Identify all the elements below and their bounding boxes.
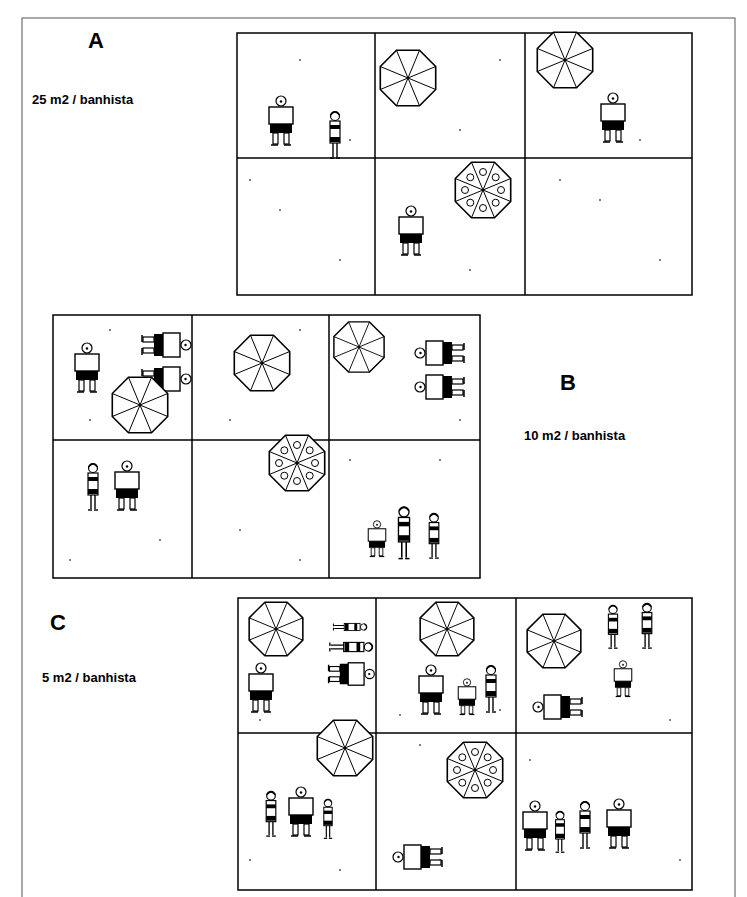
density-label: 5 m2 / banhista [42, 670, 136, 685]
panel-letter: B [560, 370, 576, 396]
panel-letter: C [50, 610, 66, 636]
density-label: 25 m2 / banhista [32, 92, 133, 107]
density-label: 10 m2 / banhista [524, 428, 625, 443]
panel-letter: A [88, 28, 104, 54]
